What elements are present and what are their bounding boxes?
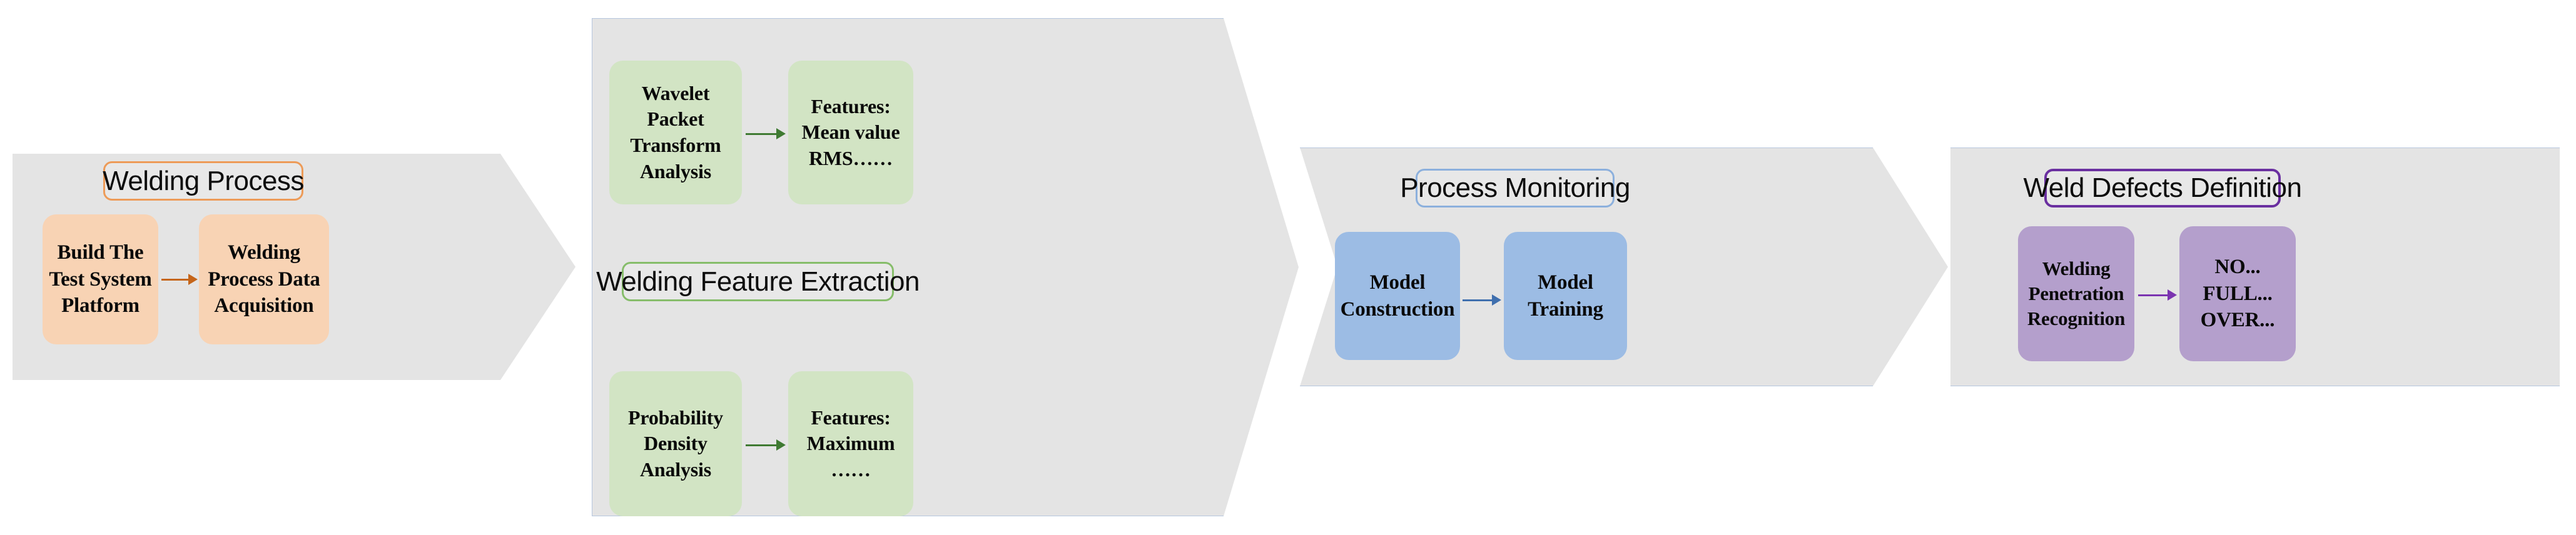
node-line: Features: bbox=[811, 406, 891, 429]
node-line: FULL... bbox=[2203, 282, 2273, 305]
node-line: Analysis bbox=[640, 458, 711, 481]
arrow-stage-1 bbox=[161, 274, 198, 285]
node-line: OVER... bbox=[2200, 309, 2275, 332]
arrow-shaft bbox=[1463, 299, 1493, 301]
stage-welding-process: Welding Process Build The Test System Pl… bbox=[13, 154, 576, 380]
arrow-shaft bbox=[746, 444, 777, 446]
stage-1-title: Welding Process bbox=[103, 161, 304, 201]
node-line: Features: bbox=[811, 94, 891, 118]
arrow-head-icon bbox=[188, 274, 198, 285]
node-features-mean-rms[interactable]: Features: Mean value RMS…… bbox=[788, 61, 913, 204]
node-line: Density bbox=[644, 432, 707, 455]
node-model-construction[interactable]: Model Construction bbox=[1335, 232, 1460, 360]
stage-4-title-label: Weld Defects Definition bbox=[2023, 172, 2303, 203]
node-line: Probability bbox=[628, 406, 723, 429]
arrow-stage-4 bbox=[2138, 289, 2177, 301]
node-line: Platform bbox=[61, 294, 139, 318]
node-welding-penetration-recognition[interactable]: Welding Penetration Recognition bbox=[2018, 226, 2134, 361]
stage-2-top-edge bbox=[592, 18, 1224, 19]
arrow-stage-3 bbox=[1463, 294, 1501, 306]
node-line: Acquisition bbox=[214, 294, 314, 318]
arrow-stage-2-bottom bbox=[746, 439, 786, 451]
arrow-head-icon bbox=[776, 439, 786, 451]
node-line: Mean value bbox=[801, 121, 900, 144]
stage-process-monitoring: Process Monitoring Model Construction Mo… bbox=[1300, 148, 1948, 386]
node-line: …… bbox=[831, 458, 871, 481]
node-line: Training bbox=[1528, 298, 1603, 321]
node-line: Build The bbox=[57, 241, 144, 264]
node-defect-classes[interactable]: NO... FULL... OVER... bbox=[2179, 226, 2296, 361]
node-line: Wavelet Packet bbox=[641, 81, 710, 131]
node-line: Model bbox=[1538, 271, 1593, 294]
node-model-training[interactable]: Model Training bbox=[1504, 232, 1627, 360]
node-line: Maximum bbox=[806, 432, 895, 455]
node-data-acquisition[interactable]: Welding Process Data Acquisition bbox=[199, 214, 329, 344]
node-line: Welding bbox=[2042, 257, 2111, 279]
arrow-shaft bbox=[161, 278, 189, 281]
node-probability-density-analysis[interactable]: Probability Density Analysis bbox=[609, 371, 742, 516]
arrow-head-icon bbox=[776, 128, 786, 139]
arrow-head-icon bbox=[2168, 289, 2177, 301]
node-wavelet-packet-transform-analysis[interactable]: Wavelet Packet Transform Analysis bbox=[609, 61, 742, 204]
arrow-head-icon bbox=[1492, 294, 1501, 306]
node-line: Transform bbox=[630, 134, 721, 156]
node-line: Test System bbox=[49, 268, 152, 291]
stage-2-title-label: Welding Feature Extraction bbox=[596, 266, 920, 297]
node-line: Model bbox=[1369, 271, 1426, 294]
stage-3-title-label: Process Monitoring bbox=[1400, 172, 1630, 203]
node-line: Process Data bbox=[208, 268, 320, 291]
arrow-shaft bbox=[2138, 294, 2168, 296]
node-line: Construction bbox=[1340, 298, 1455, 321]
node-line: Recognition bbox=[2027, 308, 2126, 330]
node-line: Analysis bbox=[640, 159, 711, 182]
stage-weld-defects-definition: Weld Defects Definition Welding Penetrat… bbox=[1950, 148, 2560, 386]
node-line: Penetration bbox=[2028, 282, 2124, 304]
node-line: NO... bbox=[2214, 255, 2261, 278]
node-line: Welding bbox=[228, 241, 300, 264]
node-line: RMS…… bbox=[808, 146, 893, 169]
node-features-maximum[interactable]: Features: Maximum …… bbox=[788, 371, 913, 516]
stage-3-title: Process Monitoring bbox=[1400, 169, 1630, 208]
arrow-shaft bbox=[746, 132, 777, 135]
stage-welding-feature-extraction: Wavelet Packet Transform Analysis Featur… bbox=[592, 18, 1299, 516]
stage-4-title: Weld Defects Definition bbox=[2024, 169, 2302, 208]
stage-2-title: Welding Feature Extraction bbox=[596, 262, 920, 301]
stage-1-title-label: Welding Process bbox=[103, 165, 304, 196]
arrow-stage-2-top bbox=[746, 128, 786, 139]
node-build-test-platform[interactable]: Build The Test System Platform bbox=[43, 214, 158, 344]
